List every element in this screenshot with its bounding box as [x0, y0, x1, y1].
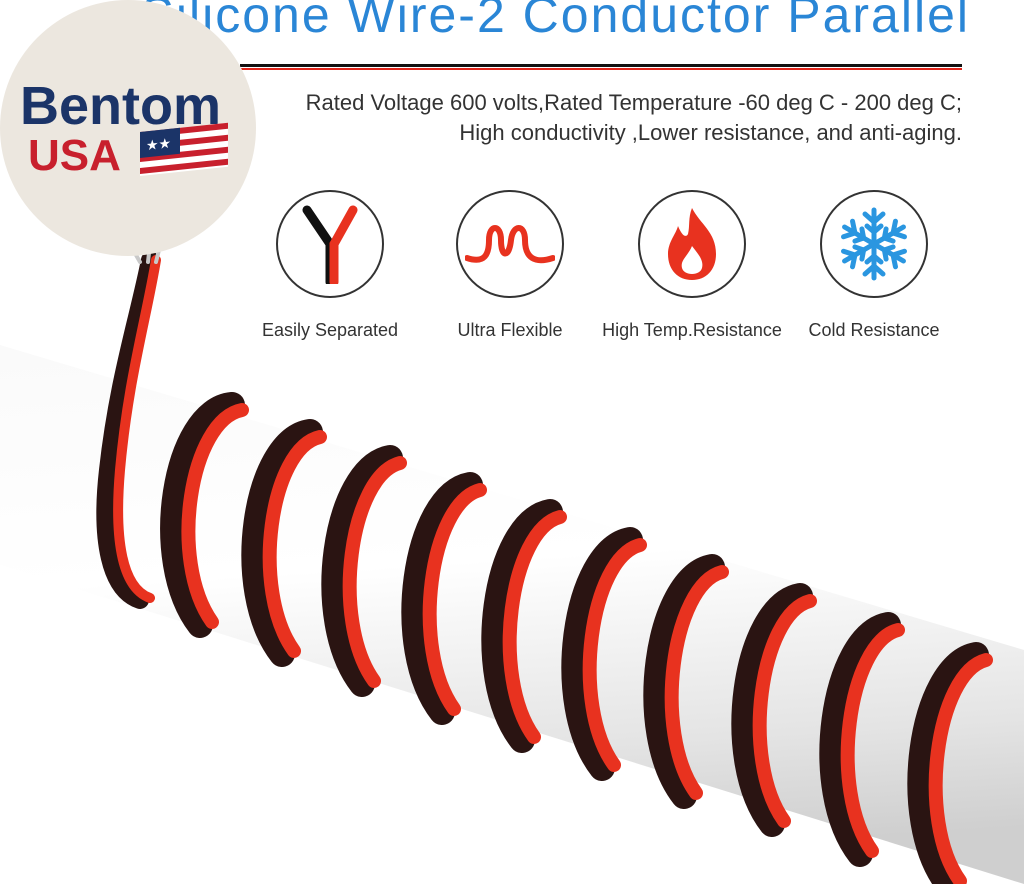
svg-text:★★: ★★ — [146, 136, 171, 155]
feature-ultra-flexible: Ultra Flexible — [420, 190, 600, 341]
brand-sub: USA — [28, 131, 121, 180]
coiled-wire-icon — [465, 225, 555, 264]
page-title: Silicone Wire-2 Conductor Parallel — [140, 0, 970, 43]
bentom-usa-logo: Bentom USA ★★ — [20, 76, 228, 180]
flame-icon — [668, 208, 716, 280]
snowflake-icon — [834, 207, 914, 284]
y-split-wire-icon — [302, 205, 358, 284]
feature-label: Cold Resistance — [808, 320, 940, 340]
feature-easily-separated: Easily Separated — [240, 190, 420, 341]
us-flag-icon: ★★ — [140, 122, 228, 176]
title-underline — [240, 64, 962, 67]
feature-label: Ultra Flexible — [457, 320, 563, 340]
spec-line-voltage: Rated Voltage 600 volts,Rated Temperatur… — [305, 90, 962, 115]
wire-lead — [96, 251, 159, 609]
spec-line-conductivity: High conductivity ,Lower resistance, and… — [459, 120, 962, 145]
title-underline-red — [240, 68, 962, 70]
feature-cold-resistance: Cold Resistance — [784, 190, 964, 341]
brand-logo: Bentom USA ★★ — [0, 0, 256, 256]
feature-high-temp-resistance: High Temp.Resistance — [602, 190, 782, 341]
feature-label: Easily Separated — [261, 320, 399, 340]
brand-name: Bentom — [20, 76, 221, 136]
wire-coils — [160, 392, 993, 884]
feature-label: High Temp.Resistance — [602, 320, 782, 340]
